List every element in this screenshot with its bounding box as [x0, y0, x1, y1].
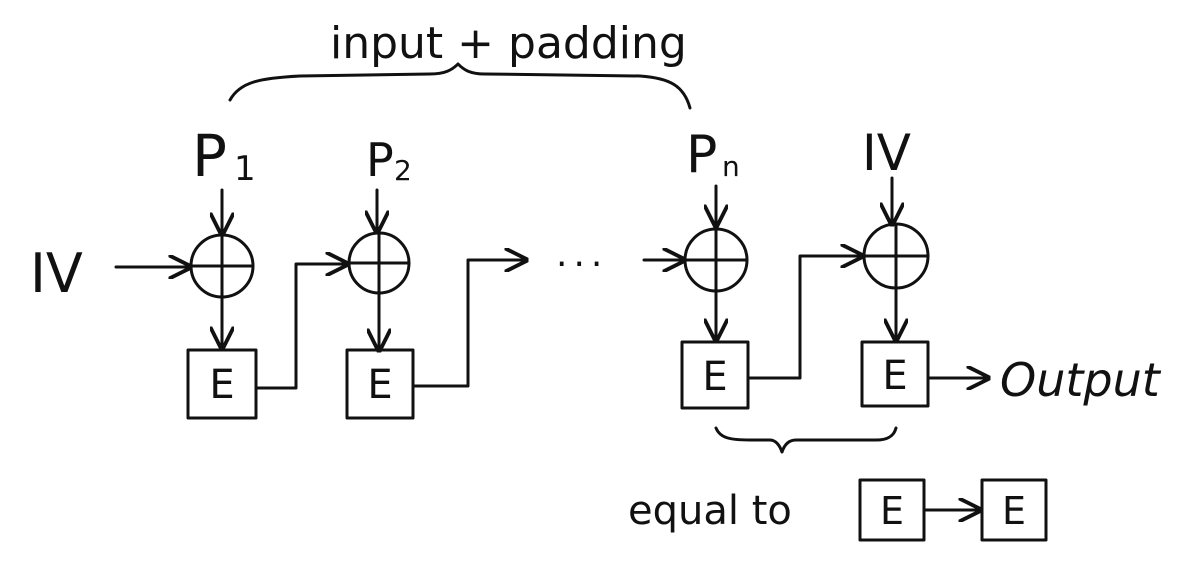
e-block-2: E	[345, 348, 415, 420]
e-block-4-label: E	[882, 353, 907, 399]
footnote-e-block-1-label: E	[880, 489, 904, 533]
e-block-2-label: E	[367, 362, 392, 408]
e-block-3: E	[680, 340, 750, 410]
pn-letter: P	[686, 125, 717, 185]
footnote-text: equal to	[628, 488, 792, 534]
p1-subscript: 1	[234, 149, 256, 189]
e-block-3-label: E	[702, 354, 727, 400]
top-brace	[228, 62, 692, 110]
input-p1: P 1	[192, 122, 256, 190]
footnote-e-block-2-label: E	[1002, 489, 1026, 533]
e-block-4: E	[860, 340, 930, 408]
p1-letter: P	[192, 122, 227, 190]
xor-4	[862, 222, 930, 290]
e-block-1-label: E	[209, 362, 234, 408]
footnote-e-block-2: E	[980, 478, 1048, 542]
xor-2	[347, 231, 411, 295]
bottom-brace	[714, 426, 898, 454]
pn-subscript: n	[722, 150, 740, 183]
xor-1	[189, 233, 255, 299]
xor-3	[683, 227, 749, 293]
p2-letter: P	[366, 133, 394, 187]
e-block-1: E	[186, 348, 258, 420]
input-pn: P n	[686, 125, 740, 185]
iv-right-label: IV	[862, 124, 911, 182]
input-p2: P 2	[366, 133, 412, 187]
ellipsis: ...	[556, 234, 608, 275]
iv-left-label: IV	[30, 242, 83, 305]
chain-e2-to-next	[411, 260, 526, 388]
chain-e3-to-xor4	[746, 256, 862, 380]
output-label: Output	[1000, 353, 1162, 407]
chain-e1-to-xor2	[254, 264, 347, 390]
top-label: input + padding	[330, 18, 687, 69]
p2-subscript: 2	[394, 154, 412, 187]
footnote-e-block-1: E	[858, 478, 926, 542]
